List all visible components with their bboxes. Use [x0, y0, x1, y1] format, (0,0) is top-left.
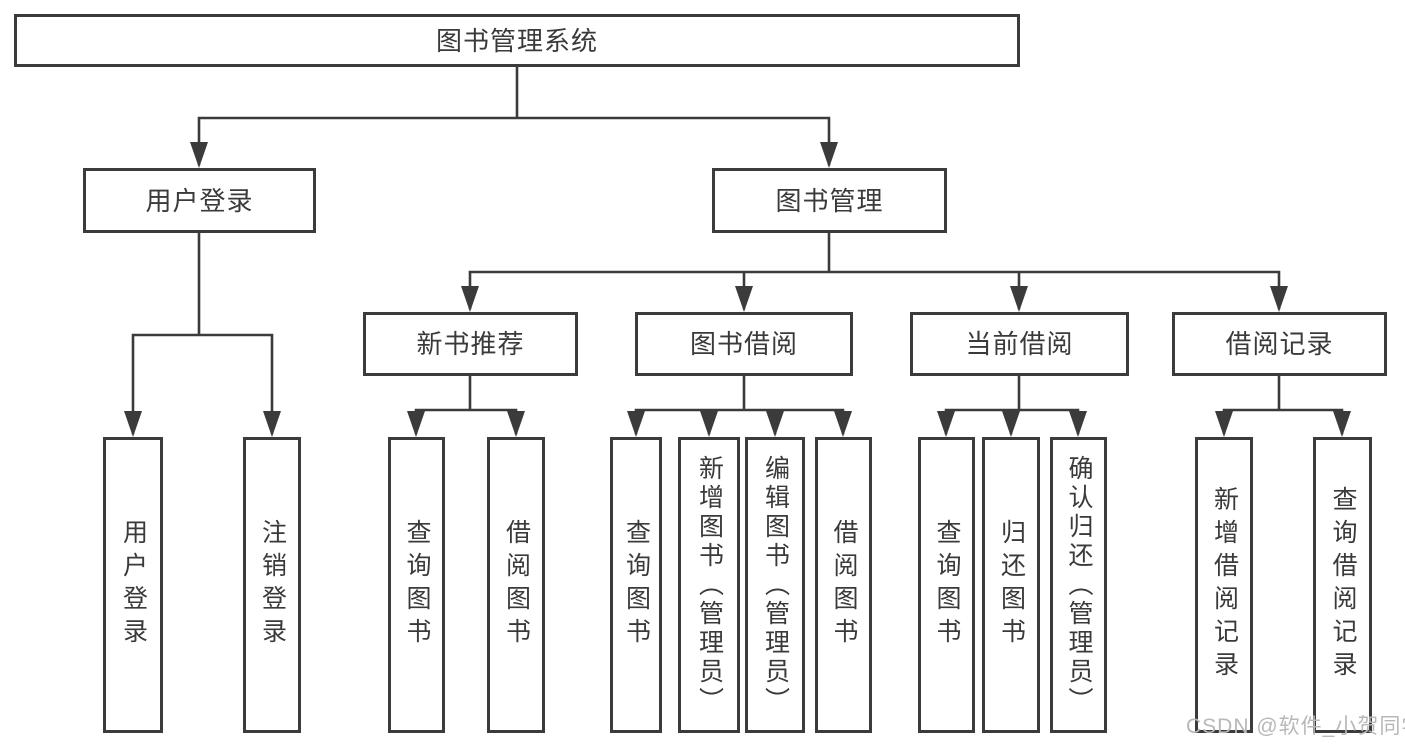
- arrowhead-down-icon: [1215, 411, 1233, 437]
- arrowhead-down-icon: [461, 286, 479, 312]
- arrowhead-down-icon: [627, 411, 645, 437]
- arrowhead-down-icon: [820, 142, 838, 168]
- leaf-newbook-borrow-books: 借阅图书: [487, 437, 545, 733]
- connector-path: [1222, 374, 1344, 435]
- node-new-book-recommend: 新书推荐: [363, 312, 578, 376]
- node-root: 图书管理系统: [14, 14, 1020, 67]
- leaf-borrow-query-books: 查询图书: [610, 437, 662, 733]
- connector-path: [197, 65, 831, 166]
- arrowhead-down-icon: [407, 411, 425, 437]
- node-book-borrow: 图书借阅: [635, 312, 853, 376]
- leaf-borrow-add-books-admin: 新增图书（管理员）: [678, 437, 740, 733]
- leaf-current-return-books: 归还图书: [982, 437, 1040, 733]
- arrowhead-down-icon: [1333, 411, 1351, 437]
- leaf-borrow-edit-books-admin: 编辑图书（管理员）: [745, 437, 805, 733]
- connector-path: [131, 231, 274, 435]
- node-current-borrow: 当前借阅: [910, 312, 1129, 376]
- arrowhead-down-icon: [1069, 411, 1087, 437]
- leaf-current-confirm-return-admin: 确认归还（管理员）: [1050, 437, 1107, 733]
- leaf-borrow-borrow-books: 借阅图书: [815, 437, 872, 733]
- node-borrow-records: 借阅记录: [1172, 312, 1387, 376]
- leaf-records-query-record: 查询借阅记录: [1313, 437, 1372, 733]
- node-user-login: 用户登录: [83, 168, 316, 233]
- node-book-management: 图书管理: [712, 168, 947, 233]
- leaf-user-login: 用户登录: [103, 437, 163, 733]
- arrowhead-down-icon: [766, 411, 784, 437]
- arrowhead-down-icon: [190, 142, 208, 168]
- leaf-records-add-record: 新增借阅记录: [1195, 437, 1253, 733]
- watermark: CSDN @软件_小贺同学: [1186, 715, 1405, 738]
- leaf-logout: 注销登录: [243, 437, 301, 733]
- arrowhead-down-icon: [507, 411, 525, 437]
- arrowhead-down-icon: [1002, 411, 1020, 437]
- arrowhead-down-icon: [1010, 286, 1028, 312]
- connector-path: [468, 231, 1281, 310]
- connector-path: [634, 374, 845, 435]
- connector-path: [944, 374, 1080, 435]
- leaf-current-query-books: 查询图书: [918, 437, 975, 733]
- arrowhead-down-icon: [834, 411, 852, 437]
- arrowhead-down-icon: [1270, 286, 1288, 312]
- arrowhead-down-icon: [263, 411, 281, 437]
- leaf-newbook-query-books: 查询图书: [388, 437, 445, 733]
- arrowhead-down-icon: [124, 411, 142, 437]
- connector-path: [414, 374, 518, 435]
- arrowhead-down-icon: [937, 411, 955, 437]
- arrowhead-down-icon: [700, 411, 718, 437]
- arrowhead-down-icon: [735, 286, 753, 312]
